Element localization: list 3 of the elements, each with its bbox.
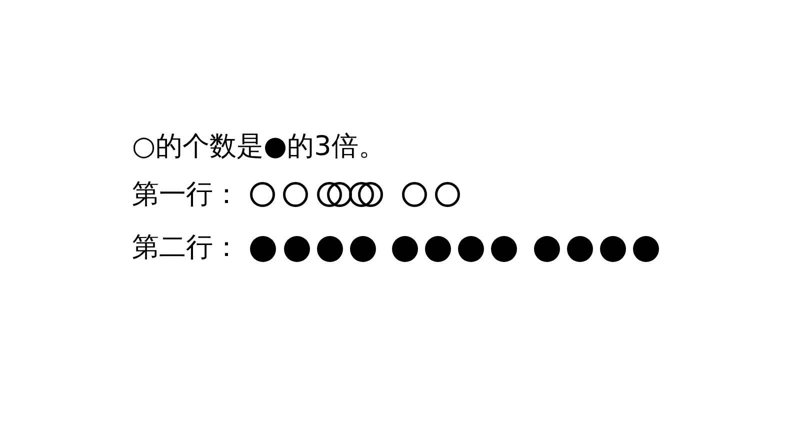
instruction-text: ○的个数是●的3倍。: [132, 133, 386, 160]
row-label: 第二行：: [132, 234, 240, 261]
row-label: 第一行：: [132, 181, 240, 208]
